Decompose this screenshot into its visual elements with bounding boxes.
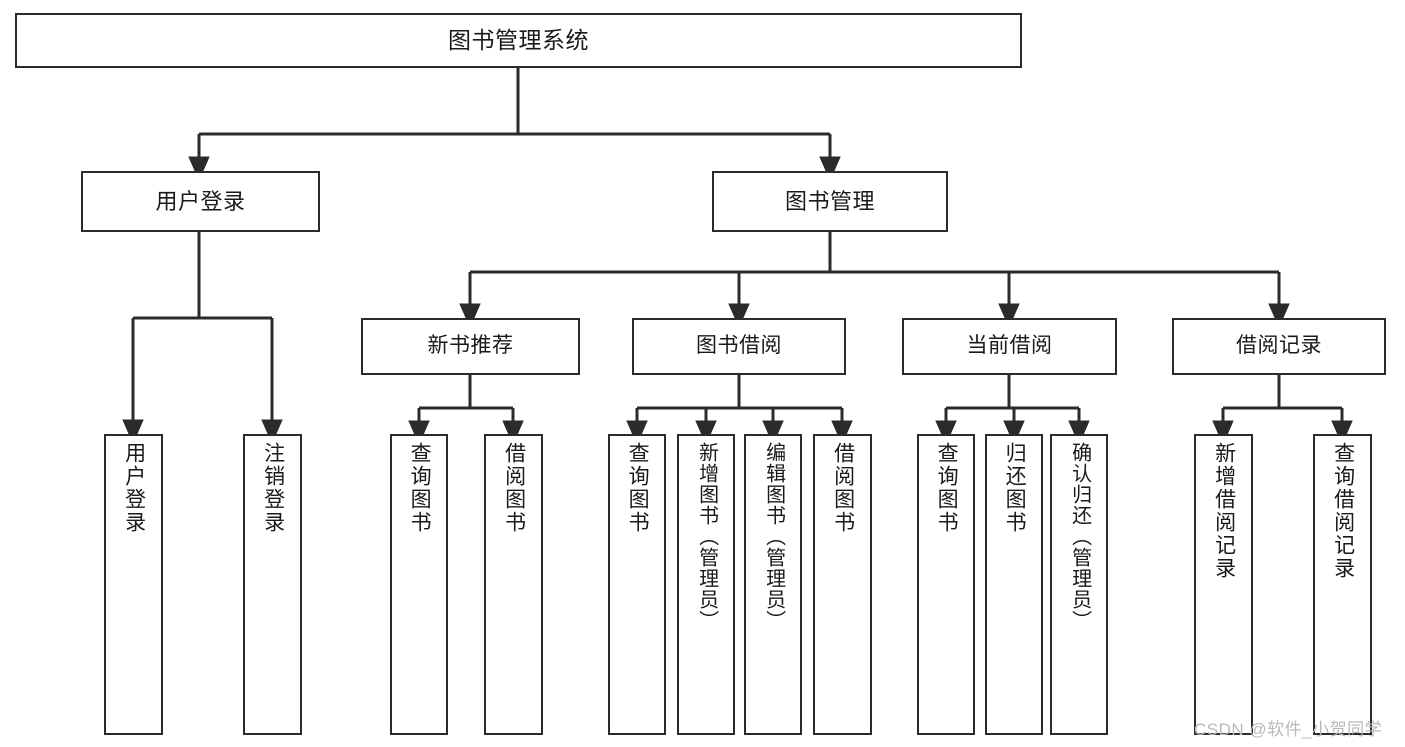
node-root[interactable]: 图书管理系统 <box>15 13 1022 68</box>
node-borrow-records-label: 借阅记录 <box>1236 334 1322 358</box>
leaf-node-label: 新增图书（管理员） <box>695 442 718 631</box>
edge-bookmgmt-to-level3 <box>459 232 1290 328</box>
edge-records-to-leaves <box>1212 375 1353 445</box>
leaf-node[interactable]: 新增借阅记录 <box>1194 434 1253 735</box>
leaf-node[interactable]: 借阅图书 <box>813 434 872 735</box>
node-new-book-recommend-label: 新书推荐 <box>427 334 514 358</box>
node-new-book-recommend[interactable]: 新书推荐 <box>361 318 580 375</box>
node-root-label: 图书管理系统 <box>448 26 589 53</box>
leaf-node[interactable]: 用户登录 <box>104 434 163 735</box>
leaf-node[interactable]: 编辑图书（管理员） <box>744 434 802 735</box>
leaf-node[interactable]: 查询借阅记录 <box>1313 434 1372 735</box>
leaf-node-label: 查询借阅记录 <box>1331 442 1355 580</box>
leaf-node-label: 借阅图书 <box>831 442 855 534</box>
leaf-node-label: 查询图书 <box>935 442 959 534</box>
leaf-node[interactable]: 查询图书 <box>390 434 448 735</box>
edge-borrow-to-leaves <box>626 375 853 445</box>
node-current-borrow[interactable]: 当前借阅 <box>902 318 1117 375</box>
node-book-borrow-label: 图书借阅 <box>696 334 782 358</box>
edge-userlogin-to-leaves <box>122 232 283 444</box>
leaf-node[interactable]: 注销登录 <box>243 434 302 735</box>
node-book-management-label: 图书管理 <box>784 188 875 214</box>
leaf-node[interactable]: 查询图书 <box>917 434 975 735</box>
node-user-login-label: 用户登录 <box>155 188 246 214</box>
leaf-node[interactable]: 新增图书（管理员） <box>677 434 735 735</box>
leaf-node-label: 用户登录 <box>122 442 146 534</box>
edge-current-to-leaves <box>935 375 1090 445</box>
node-book-management[interactable]: 图书管理 <box>712 171 948 232</box>
leaf-node[interactable]: 确认归还（管理员） <box>1050 434 1108 735</box>
leaf-node-label: 借阅图书 <box>502 442 526 534</box>
leaf-node-label: 归还图书 <box>1003 442 1027 534</box>
edge-newbook-to-leaves <box>408 375 524 445</box>
leaf-node-label: 查询图书 <box>626 442 650 534</box>
leaf-node-label: 确认归还（管理员） <box>1068 442 1091 631</box>
node-user-login[interactable]: 用户登录 <box>81 171 320 232</box>
leaf-node[interactable]: 归还图书 <box>985 434 1043 735</box>
leaf-node-label: 新增借阅记录 <box>1212 442 1236 580</box>
leaf-node-label: 注销登录 <box>261 442 285 534</box>
leaf-node-label: 查询图书 <box>408 442 432 534</box>
edge-root-to-level2 <box>188 68 841 181</box>
leaf-node[interactable]: 查询图书 <box>608 434 666 735</box>
node-book-borrow[interactable]: 图书借阅 <box>632 318 846 375</box>
csdn-watermark: CSDN @软件_小贺同学 <box>1194 720 1383 739</box>
leaf-node[interactable]: 借阅图书 <box>484 434 543 735</box>
node-current-borrow-label: 当前借阅 <box>966 334 1053 358</box>
leaf-node-label: 编辑图书（管理员） <box>762 442 785 631</box>
node-borrow-records[interactable]: 借阅记录 <box>1172 318 1386 375</box>
